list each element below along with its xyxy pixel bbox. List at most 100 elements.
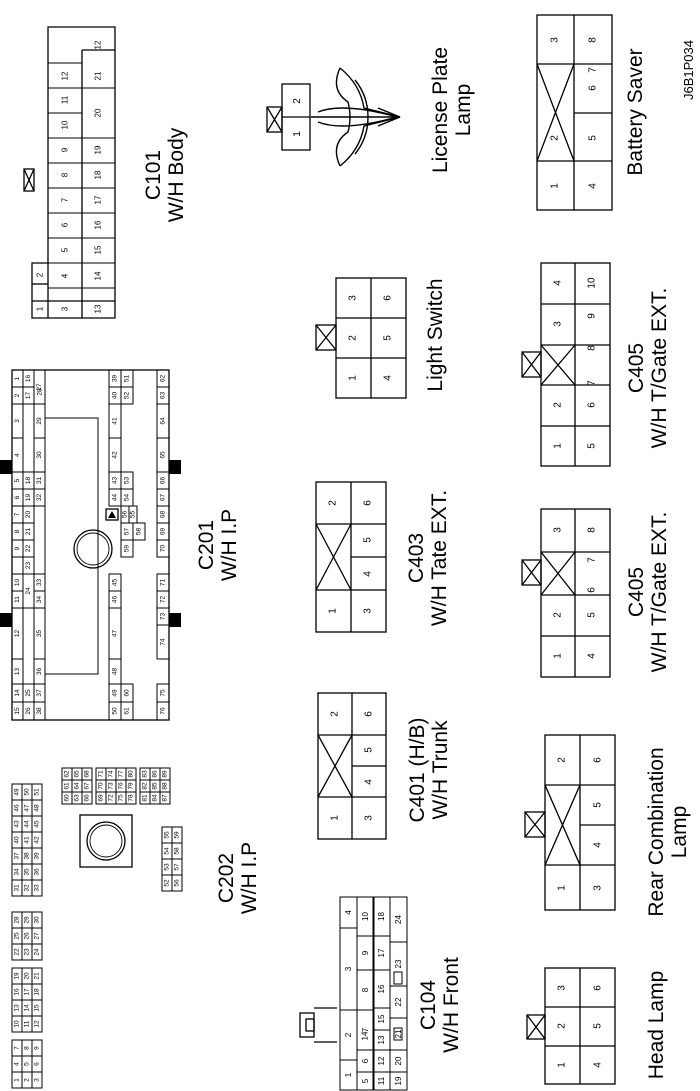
c201-pin-51: 51 <box>124 375 131 383</box>
rear-combination-lamp-pin-1: 1 <box>557 885 568 891</box>
c201-pin-54: 54 <box>124 494 131 502</box>
svg-text:W/H I.P: W/H I.P <box>238 842 261 914</box>
c104-pin-11: 11 <box>377 1076 386 1085</box>
c202-pin-3: 3 <box>34 1078 41 1082</box>
c104-pin-20: 20 <box>394 1056 403 1065</box>
c201-pin-27: 27 <box>36 383 43 391</box>
c202-pin-58: 58 <box>174 847 181 855</box>
c201-pin-29: 29 <box>36 417 43 425</box>
c202-pin-23: 23 <box>24 948 31 956</box>
c201-pin-21: 21 <box>25 528 32 536</box>
c201-pin-30: 30 <box>36 451 43 459</box>
c201-pin-52: 52 <box>124 392 131 400</box>
c202-pin-53: 53 <box>164 863 171 871</box>
c201-pin-19: 19 <box>25 494 32 502</box>
c201-pin-17: 17 <box>25 392 32 400</box>
c202-pin-71: 71 <box>98 770 105 778</box>
c202-pin-75: 75 <box>118 794 125 802</box>
c201-mounting-hole <box>73 529 113 569</box>
c101-pin-4: 4 <box>61 273 70 278</box>
c202-pin-5: 5 <box>24 1062 31 1066</box>
c201-pin-41: 41 <box>112 417 119 425</box>
c401-pin-6: 6 <box>364 711 375 717</box>
c202-pin-48: 48 <box>34 804 41 812</box>
c104-pin-15: 15 <box>377 1014 386 1023</box>
c405b-pin-8: 8 <box>587 527 598 533</box>
c405a-pin-7: 7 <box>587 380 598 386</box>
c101-pin-7: 7 <box>61 197 70 202</box>
c405a-pin-4: 4 <box>553 280 564 286</box>
c403-pin-1: 1 <box>328 608 339 614</box>
svg-text:W/H Tate EXT.: W/H Tate EXT. <box>428 490 451 626</box>
rear-combination-lamp-pin-4: 4 <box>593 842 604 848</box>
svg-text:C201: C201 <box>195 520 218 570</box>
rear-combination-lamp-pin-5: 5 <box>593 802 604 808</box>
c104-pin-cell <box>356 896 375 937</box>
c201-pin-cell <box>156 701 170 721</box>
c201-pin-12: 12 <box>14 630 21 638</box>
c201-pin-56: 56 <box>122 511 129 519</box>
c202-pin-69: 69 <box>98 794 105 802</box>
c202-pin-68: 68 <box>84 770 91 778</box>
c202-pin-17: 17 <box>24 988 31 996</box>
c202-pin-19: 19 <box>14 972 21 980</box>
c201-pin-cell <box>120 386 134 405</box>
svg-text:C403: C403 <box>405 533 428 583</box>
c104-label: C104 W/H Front <box>417 957 463 1053</box>
c202-pin-57: 57 <box>174 863 181 871</box>
c201-pin-60: 60 <box>124 689 131 697</box>
c202-pin-4: 4 <box>14 1062 21 1066</box>
c104-pin-6: 6 <box>361 1058 370 1063</box>
lamp-icon <box>311 67 401 167</box>
rear-combination-lamp-pin-3: 3 <box>593 885 604 891</box>
c201-pin-46: 46 <box>112 596 119 604</box>
c202-pin-76: 76 <box>118 782 125 790</box>
c202-pin-44: 44 <box>24 820 31 828</box>
c202-pin-cell <box>31 1039 43 1057</box>
c202-pin-87: 87 <box>162 794 169 802</box>
c202-pin-8: 8 <box>24 1046 31 1050</box>
svg-text:2: 2 <box>292 98 303 104</box>
c201-pin-cell <box>33 488 46 507</box>
c201-pin-71: 71 <box>160 579 167 587</box>
c202-pin-40: 40 <box>14 836 21 844</box>
c101-pin-17: 17 <box>94 195 103 204</box>
c201-pin-28: 28 <box>37 388 44 396</box>
c202-pin-82: 82 <box>142 782 149 790</box>
c104-pin-cell <box>389 896 408 943</box>
head-lamp-label: Head Lamp <box>645 971 668 1080</box>
light-switch-pin-1: 1 <box>348 375 359 381</box>
c201-pin-18: 18 <box>25 477 32 485</box>
c201-pin-33: 33 <box>36 579 43 587</box>
c202-pin-50: 50 <box>24 788 31 796</box>
c202-pin-7: 7 <box>14 1046 21 1050</box>
c202-pin-73: 73 <box>108 782 115 790</box>
c405a-pin-6: 6 <box>587 402 598 408</box>
c104-pin-22: 22 <box>394 997 403 1006</box>
c202-pin-60: 60 <box>64 794 71 802</box>
svg-text:License Plate: License Plate <box>429 47 452 173</box>
c104-pin-5: 5 <box>361 1078 370 1083</box>
c202-pin-63: 63 <box>74 794 81 802</box>
c202-pin-79: 79 <box>128 782 135 790</box>
c401-pin-1: 1 <box>330 815 341 821</box>
rear-combination-lamp-pin-2: 2 <box>557 757 568 763</box>
c201-pin-63: 63 <box>160 392 167 400</box>
c202-pin-2: 2 <box>24 1078 31 1082</box>
c201-pin-57: 57 <box>124 528 131 536</box>
c101-pin-12: 12 <box>61 71 70 80</box>
c104-pin-8: 8 <box>361 987 370 992</box>
svg-text:C405: C405 <box>625 343 648 393</box>
c401-pin-4: 4 <box>364 779 375 785</box>
c201-pin-75: 75 <box>160 689 167 697</box>
svg-text:W/H I.P: W/H I.P <box>218 509 241 581</box>
c401-label: C401 (H/B) W/H Trunk <box>406 717 452 822</box>
battery-saver-pin-5: 5 <box>588 135 599 141</box>
light-switch-pin-5: 5 <box>383 335 394 341</box>
battery-saver-pin-2: 2 <box>550 135 561 141</box>
